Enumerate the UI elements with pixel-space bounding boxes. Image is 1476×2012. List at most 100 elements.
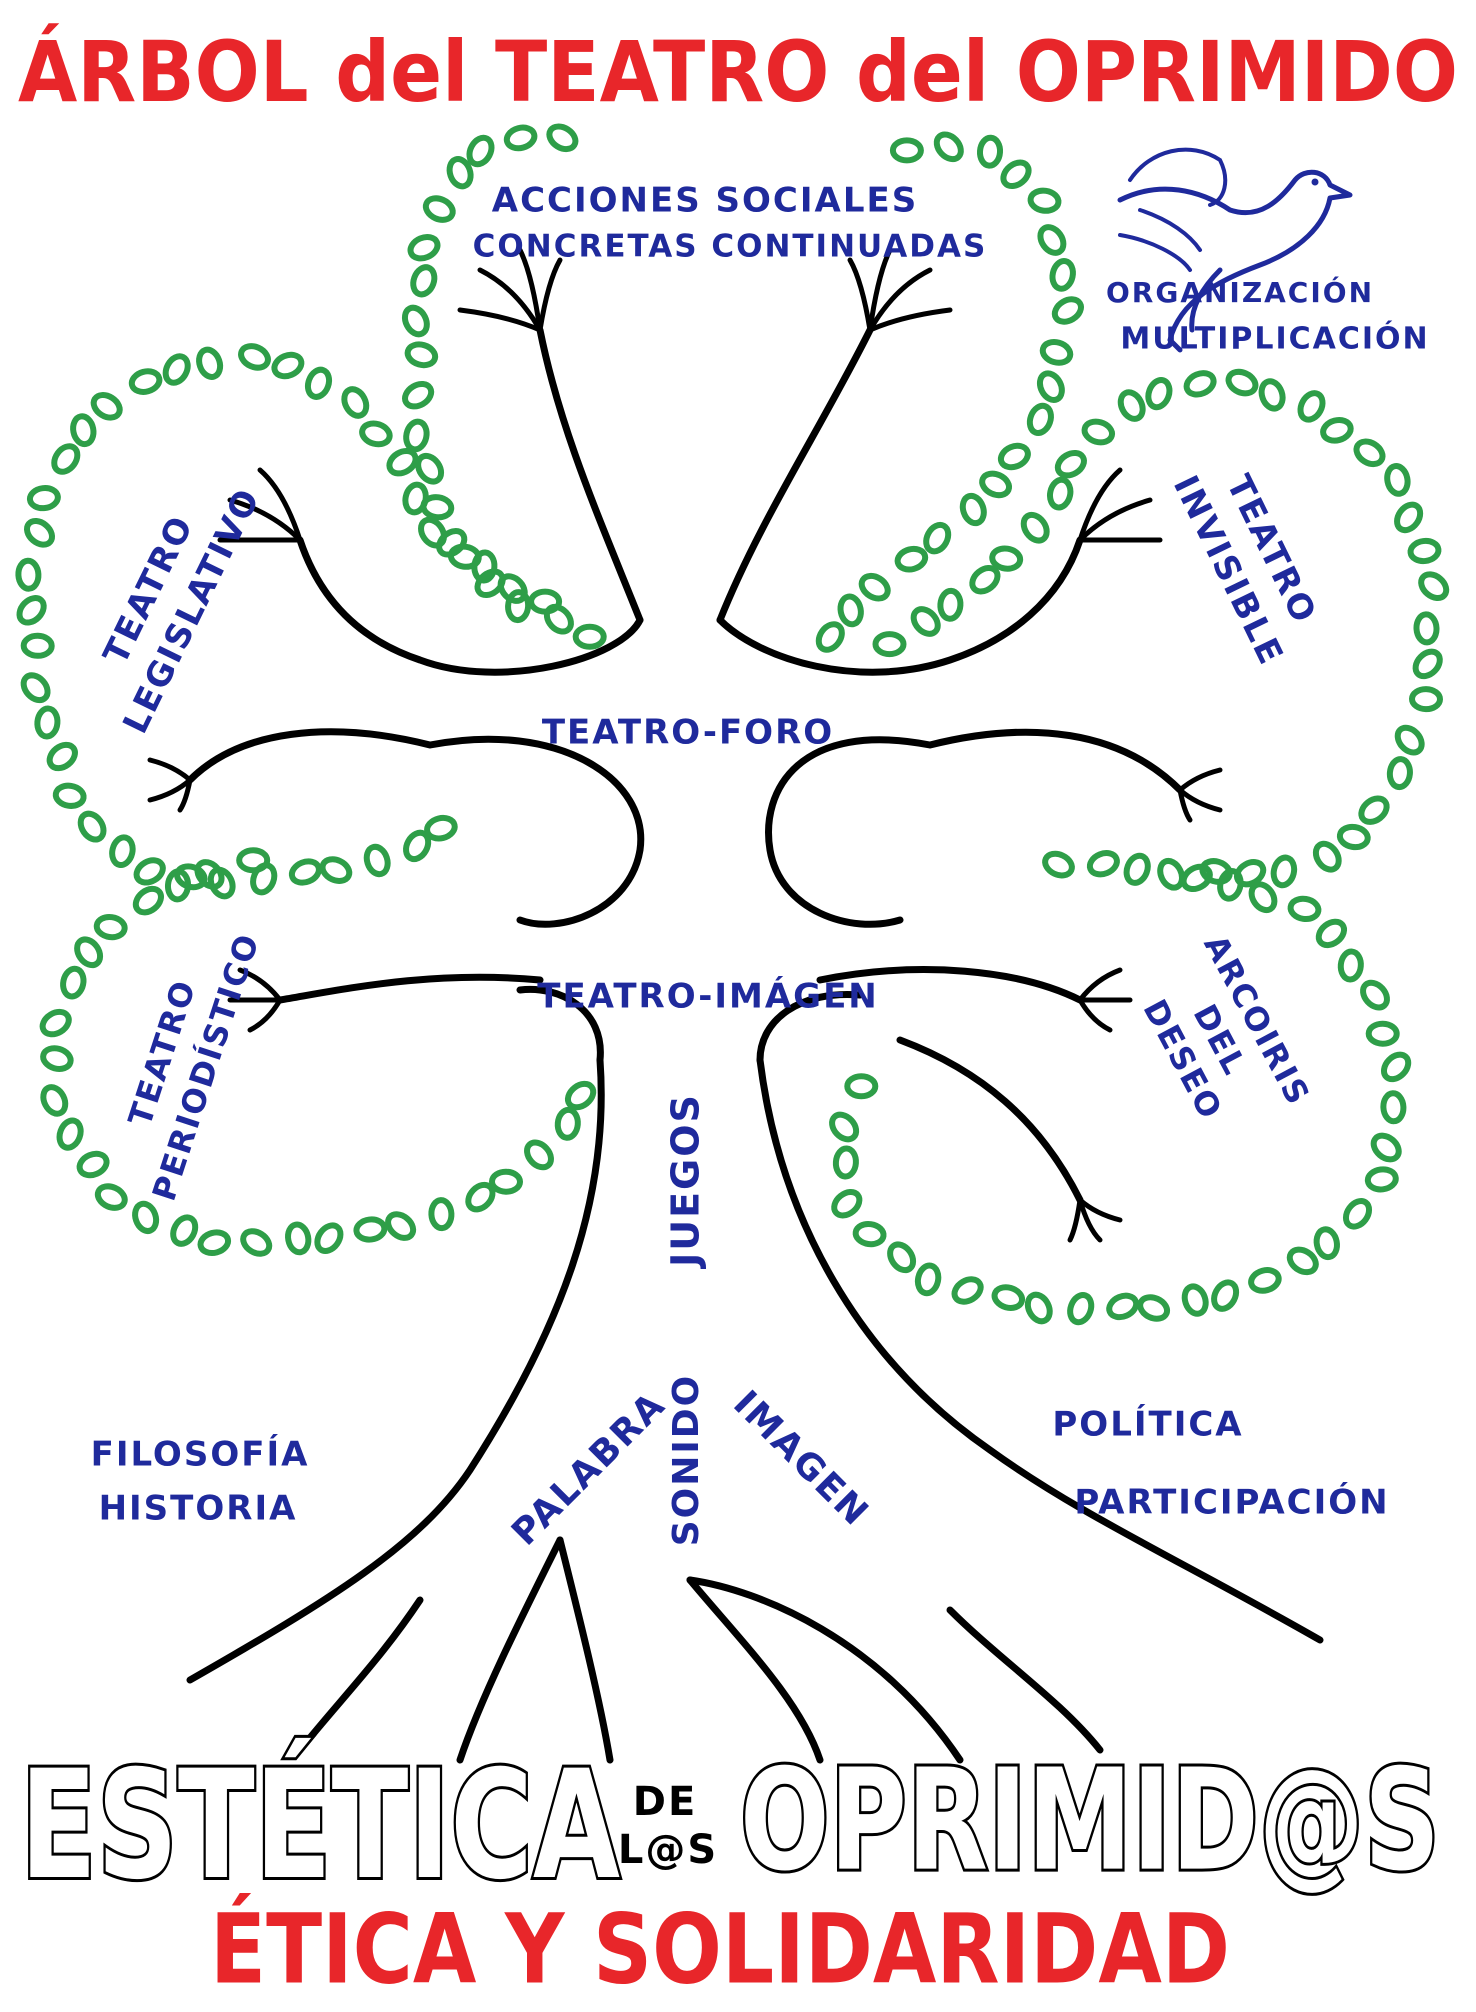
leaf <box>197 1229 232 1257</box>
leaf <box>997 442 1031 471</box>
leaf <box>1181 1283 1209 1317</box>
leaf <box>505 589 532 624</box>
leaf <box>1258 378 1286 412</box>
leaf <box>1315 918 1348 949</box>
leaf <box>1386 756 1413 791</box>
leaf <box>194 859 225 890</box>
leaf <box>1117 389 1146 422</box>
leaf <box>319 856 353 884</box>
twig <box>1177 767 1223 793</box>
twig <box>237 967 283 1003</box>
leaf <box>1412 648 1443 680</box>
leaf <box>1106 1292 1140 1321</box>
twig <box>847 257 873 333</box>
leaf <box>1312 840 1342 873</box>
leaf <box>109 834 136 869</box>
leaf <box>503 124 538 152</box>
leaf <box>1407 537 1442 565</box>
leaf <box>1337 948 1364 983</box>
leaf <box>1049 258 1076 292</box>
leaf <box>1211 1279 1240 1312</box>
leaf <box>170 1214 199 1247</box>
twig <box>147 757 193 783</box>
leaf <box>1067 1292 1095 1326</box>
leaf <box>164 868 192 903</box>
leaf <box>402 380 435 410</box>
twig <box>1067 1197 1083 1243</box>
twig <box>537 257 563 333</box>
leaf <box>446 156 474 190</box>
twig <box>867 267 933 333</box>
leaf <box>1270 854 1298 889</box>
leaf <box>424 814 458 842</box>
tree-trunk <box>186 985 1324 1684</box>
leaf <box>1026 402 1054 436</box>
label-acciones-line2: CONCRETAS CONTINUADAS <box>473 229 988 265</box>
leaf <box>1409 686 1443 713</box>
page-title: ÁRBOL del TEATRO del OPRIMIDO <box>18 23 1458 121</box>
leaf <box>132 1200 160 1235</box>
leaf <box>1157 857 1185 891</box>
leaf <box>403 418 430 453</box>
leaf <box>20 632 55 659</box>
leaf <box>837 593 864 628</box>
leaf <box>894 545 929 573</box>
twig <box>257 467 303 543</box>
leaf <box>937 587 964 622</box>
label-multiplicacion: MULTIPLICACIÓN <box>1120 320 1429 357</box>
twig <box>867 307 953 333</box>
label-historia: HISTORIA <box>99 1489 298 1529</box>
leaf <box>359 420 393 448</box>
leaf <box>1081 418 1116 446</box>
base-oprimidos: OPRIMID@S <box>740 1740 1440 1903</box>
leaf <box>914 1262 942 1297</box>
leaf-garland <box>15 123 1450 1326</box>
leaf <box>1036 370 1065 403</box>
leaf <box>74 936 104 969</box>
leaf <box>858 572 891 602</box>
leaf <box>959 492 987 527</box>
leaf <box>128 368 163 395</box>
leaf <box>1380 1090 1407 1125</box>
label-politica: POLÍTICA <box>1052 1404 1243 1445</box>
leaf <box>1046 476 1074 511</box>
leaf <box>1365 1020 1400 1047</box>
leaf <box>543 603 574 635</box>
leaf <box>1297 390 1326 423</box>
leaf <box>889 137 924 164</box>
leaf <box>474 568 506 599</box>
leaf <box>1137 1294 1171 1322</box>
label-juegos: JUEGOS <box>664 1093 708 1270</box>
leaf <box>1027 187 1062 214</box>
twig <box>227 497 303 543</box>
leaf <box>1358 795 1390 825</box>
leaf <box>288 858 322 886</box>
leaf <box>465 1181 496 1213</box>
leaf <box>26 485 61 512</box>
leaf <box>1054 449 1087 479</box>
leaf <box>1183 370 1217 398</box>
leaf <box>422 195 456 223</box>
leaf <box>1370 1132 1402 1163</box>
leaf <box>572 623 607 650</box>
leaf <box>815 621 845 653</box>
leaf <box>34 705 61 740</box>
label-participacion: PARTICIPACIÓN <box>1074 1482 1389 1523</box>
leaf <box>489 1168 523 1195</box>
twig <box>1077 997 1113 1033</box>
leaf <box>285 1221 312 1256</box>
leaf <box>52 782 87 809</box>
leaf <box>1413 611 1440 646</box>
tree-twigs <box>147 247 1223 1243</box>
leaf <box>989 545 1024 572</box>
leaf <box>162 353 191 386</box>
leaf <box>56 1117 84 1151</box>
leaf <box>1381 1051 1412 1083</box>
leaf <box>1384 463 1411 497</box>
tree-branches <box>186 326 1184 1204</box>
leaf <box>1313 1226 1340 1261</box>
leaf <box>1360 979 1390 1011</box>
base-de: DE <box>633 1779 698 1825</box>
twig <box>1077 1197 1123 1223</box>
